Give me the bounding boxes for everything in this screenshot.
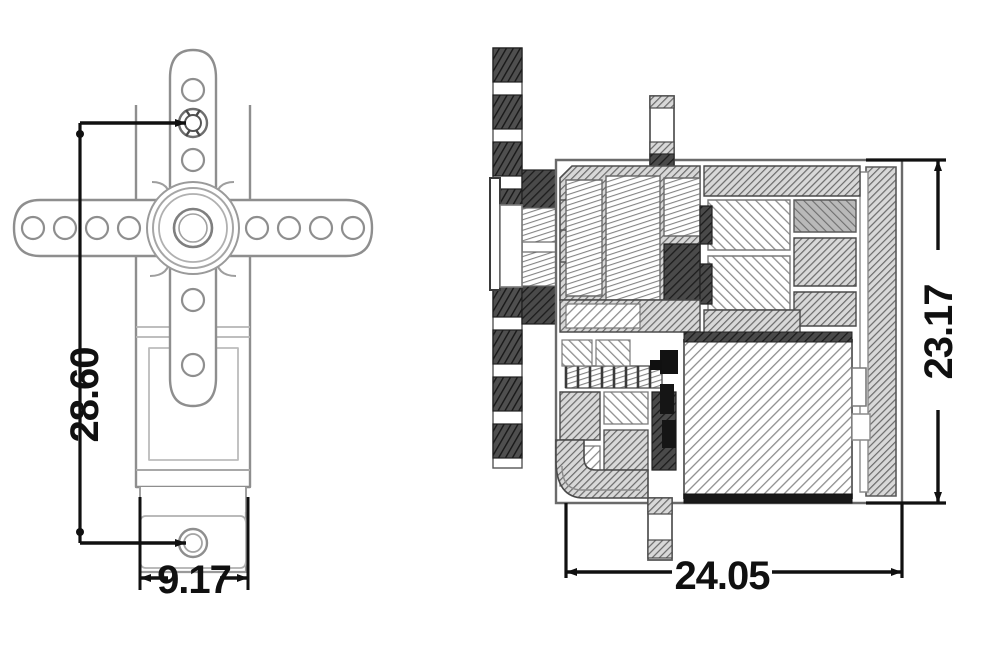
case-bottom-nose: [555, 439, 649, 499]
section-view: [489, 47, 904, 561]
dim-28-60: 28.60: [63, 119, 186, 547]
dim-23-17: 23.17: [866, 158, 961, 505]
lower-mounting-hole: [177, 527, 209, 559]
output-spur-gear: [489, 47, 567, 469]
dim-9-17-label: 9.17: [157, 558, 231, 602]
pinion-row: [561, 339, 663, 389]
upper-mounting-hole: [177, 107, 209, 139]
dim-9-17: 9.17: [138, 497, 250, 602]
dim-28-60-label: 28.60: [63, 347, 107, 442]
dim-24-05-label: 24.05: [674, 554, 770, 598]
gear-stage-1: [559, 165, 701, 301]
horn-holes-top: [180, 77, 206, 173]
motor-terminal-boss: [851, 367, 867, 407]
upper-shaft-boss: [649, 95, 675, 167]
lower-shaft-boss: [647, 497, 673, 561]
gear-stage-2: [699, 165, 861, 327]
dc-motor-block: [683, 331, 871, 504]
horn-holes-bottom: [180, 287, 206, 378]
dim-24-05: 24.05: [564, 503, 904, 598]
case-rear-wall: [865, 166, 897, 497]
front-view: [12, 48, 374, 574]
horn-holes-right: [244, 215, 366, 241]
center-spline-hub: [146, 181, 240, 275]
motor-base-plate: [683, 493, 853, 504]
dim-23-17-label: 23.17: [917, 284, 961, 379]
section-accents: [650, 350, 678, 448]
horn-holes-left: [20, 215, 142, 241]
